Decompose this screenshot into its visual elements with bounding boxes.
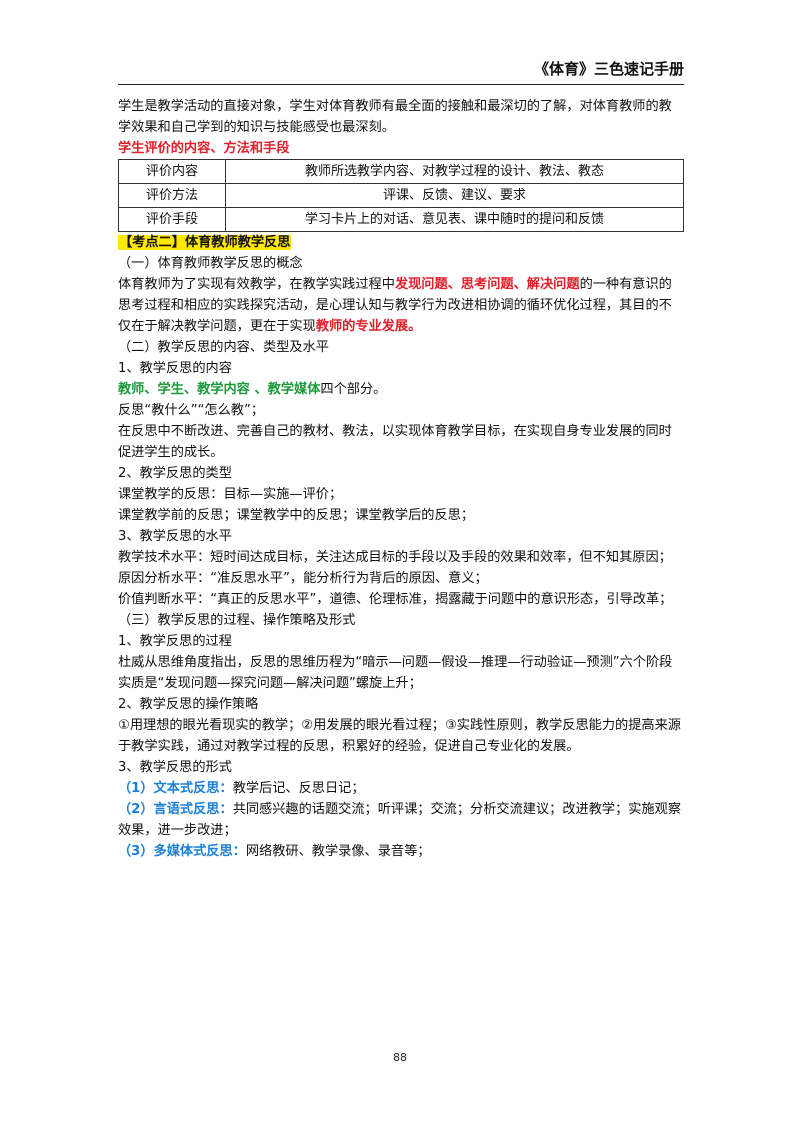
reflect-what: 反思“教什么”“怎么教”；: [118, 403, 265, 418]
page-header-title: 《体育》三色速记手册: [533, 60, 684, 78]
table-cell-value: 评课、反馈、建议、要求: [225, 183, 684, 208]
page-number: 88: [393, 1051, 407, 1064]
reflect-goal: 在反思中不断改进、完善自己的教材、教法，以实现体育教学目标，在实现自身专业发展的…: [118, 424, 672, 460]
concept-red-2: 教师的专业发展。: [315, 319, 422, 334]
concept-title: （一）体育教师教学反思的概念: [118, 256, 303, 271]
header-rule: [118, 84, 684, 85]
form-label: （1）文本式反思：: [118, 781, 233, 796]
table-cell-label: 评价手段: [118, 207, 226, 232]
table-row: 评价方法 评课、反馈、建议、要求: [118, 183, 684, 208]
content-title: 1、教学反思的内容: [118, 361, 232, 376]
level-line: 教学技术水平：短时间达成目标，关注达成目标的手段以及手段的效果和效率，但不知其原…: [118, 550, 672, 565]
intro-paragraph: 学生是教学活动的直接对象，学生对体育教师有最全面的接触和最深切的了解，对体育教师…: [118, 99, 672, 135]
process-line: 杜威从思维角度指出，反思的思维历程为“暗示—问题—假设—推理—行动验证—预测”六…: [118, 655, 673, 670]
strategy-title: 2、教学反思的操作策略: [118, 697, 259, 712]
part3-title: （三）教学反思的过程、操作策略及形式: [118, 613, 356, 628]
level-line: 价值判断水平：“真正的反思水平”，道德、伦理标准，揭露藏于问题中的意识形态，引导…: [118, 592, 673, 607]
concept-text-b: 的一种有意识的思考过程和相应的实践探究活动，是心理认知与教学行为改进相协调的循环…: [118, 277, 672, 334]
process-line: 实质是“发现问题—探究问题—解决问题”螺旋上升；: [118, 676, 422, 691]
section-title: 【考点二】体育教师教学反思: [118, 232, 684, 253]
form-text: 教学后记、反思日记；: [232, 781, 365, 796]
form-item: （3）多媒体式反思：网络教研、教学录像、录音等；: [118, 841, 684, 862]
content-line: 教师、学生、教学内容 、教学媒体四个部分。: [118, 379, 684, 400]
content-tail: 四个部分。: [320, 382, 387, 397]
form-text: 共同感兴趣的话题交流；听评课；交流；分析交流建议；改进教学；实施观察效果，进一步…: [118, 802, 682, 838]
type-line: 课堂教学前的反思；课堂教学中的反思；课堂教学后的反思；: [118, 508, 475, 523]
concept-red-1: 发现问题、思考问题、解决问题: [394, 277, 580, 292]
form-label: （2）言语式反思：: [118, 802, 233, 817]
concept-text-a: 体育教师为了实现有效教学，在教学实践过程中: [118, 277, 395, 292]
table-row: 评价内容 教师所选教学内容、对教学过程的设计、教法、教态: [118, 159, 684, 184]
table-row: 评价手段 学习卡片上的对话、意见表、课中随时的提问和反馈: [118, 207, 684, 232]
process-title: 1、教学反思的过程: [118, 634, 232, 649]
level-line: 原因分析水平：“准反思水平”，能分析行为背后的原因、意义；: [118, 571, 488, 586]
types-title: 2、教学反思的类型: [118, 466, 232, 481]
type-line: 课堂教学的反思：目标—实施—评价；: [118, 487, 343, 502]
content-green: 教师、学生、教学内容 、教学媒体: [118, 382, 321, 397]
part2-title: （二）教学反思的内容、类型及水平: [118, 340, 329, 355]
form-text: 网络教研、教学录像、录音等；: [245, 844, 431, 859]
concept-paragraph: 体育教师为了实现有效教学，在教学实践过程中发现问题、思考问题、解决问题的一种有意…: [118, 274, 684, 337]
eval-table: 评价内容 教师所选教学内容、对教学过程的设计、教法、教态 评价方法 评课、反馈、…: [118, 159, 684, 232]
table-cell-value: 学习卡片上的对话、意见表、课中随时的提问和反馈: [225, 207, 684, 232]
levels-title: 3、教学反思的水平: [118, 529, 232, 544]
table-cell-value: 教师所选教学内容、对教学过程的设计、教法、教态: [225, 159, 684, 184]
strategy-paragraph: ①用理想的眼光看现实的教学；②用发展的眼光看过程；③实践性原则，教学反思能力的提…: [118, 718, 681, 754]
section-title-highlight: 【考点二】体育教师教学反思: [118, 235, 292, 250]
eval-heading: 学生评价的内容、方法和手段: [118, 141, 290, 156]
form-item: （1）文本式反思：教学后记、反思日记；: [118, 778, 684, 799]
form-label: （3）多媒体式反思：: [118, 844, 246, 859]
table-cell-label: 评价内容: [118, 159, 226, 184]
forms-title: 3、教学反思的形式: [118, 760, 232, 775]
form-item: （2）言语式反思：共同感兴趣的话题交流；听评课；交流；分析交流建议；改进教学；实…: [118, 799, 684, 841]
table-cell-label: 评价方法: [118, 183, 226, 208]
page-content: 学生是教学活动的直接对象，学生对体育教师有最全面的接触和最深切的了解，对体育教师…: [118, 96, 684, 862]
